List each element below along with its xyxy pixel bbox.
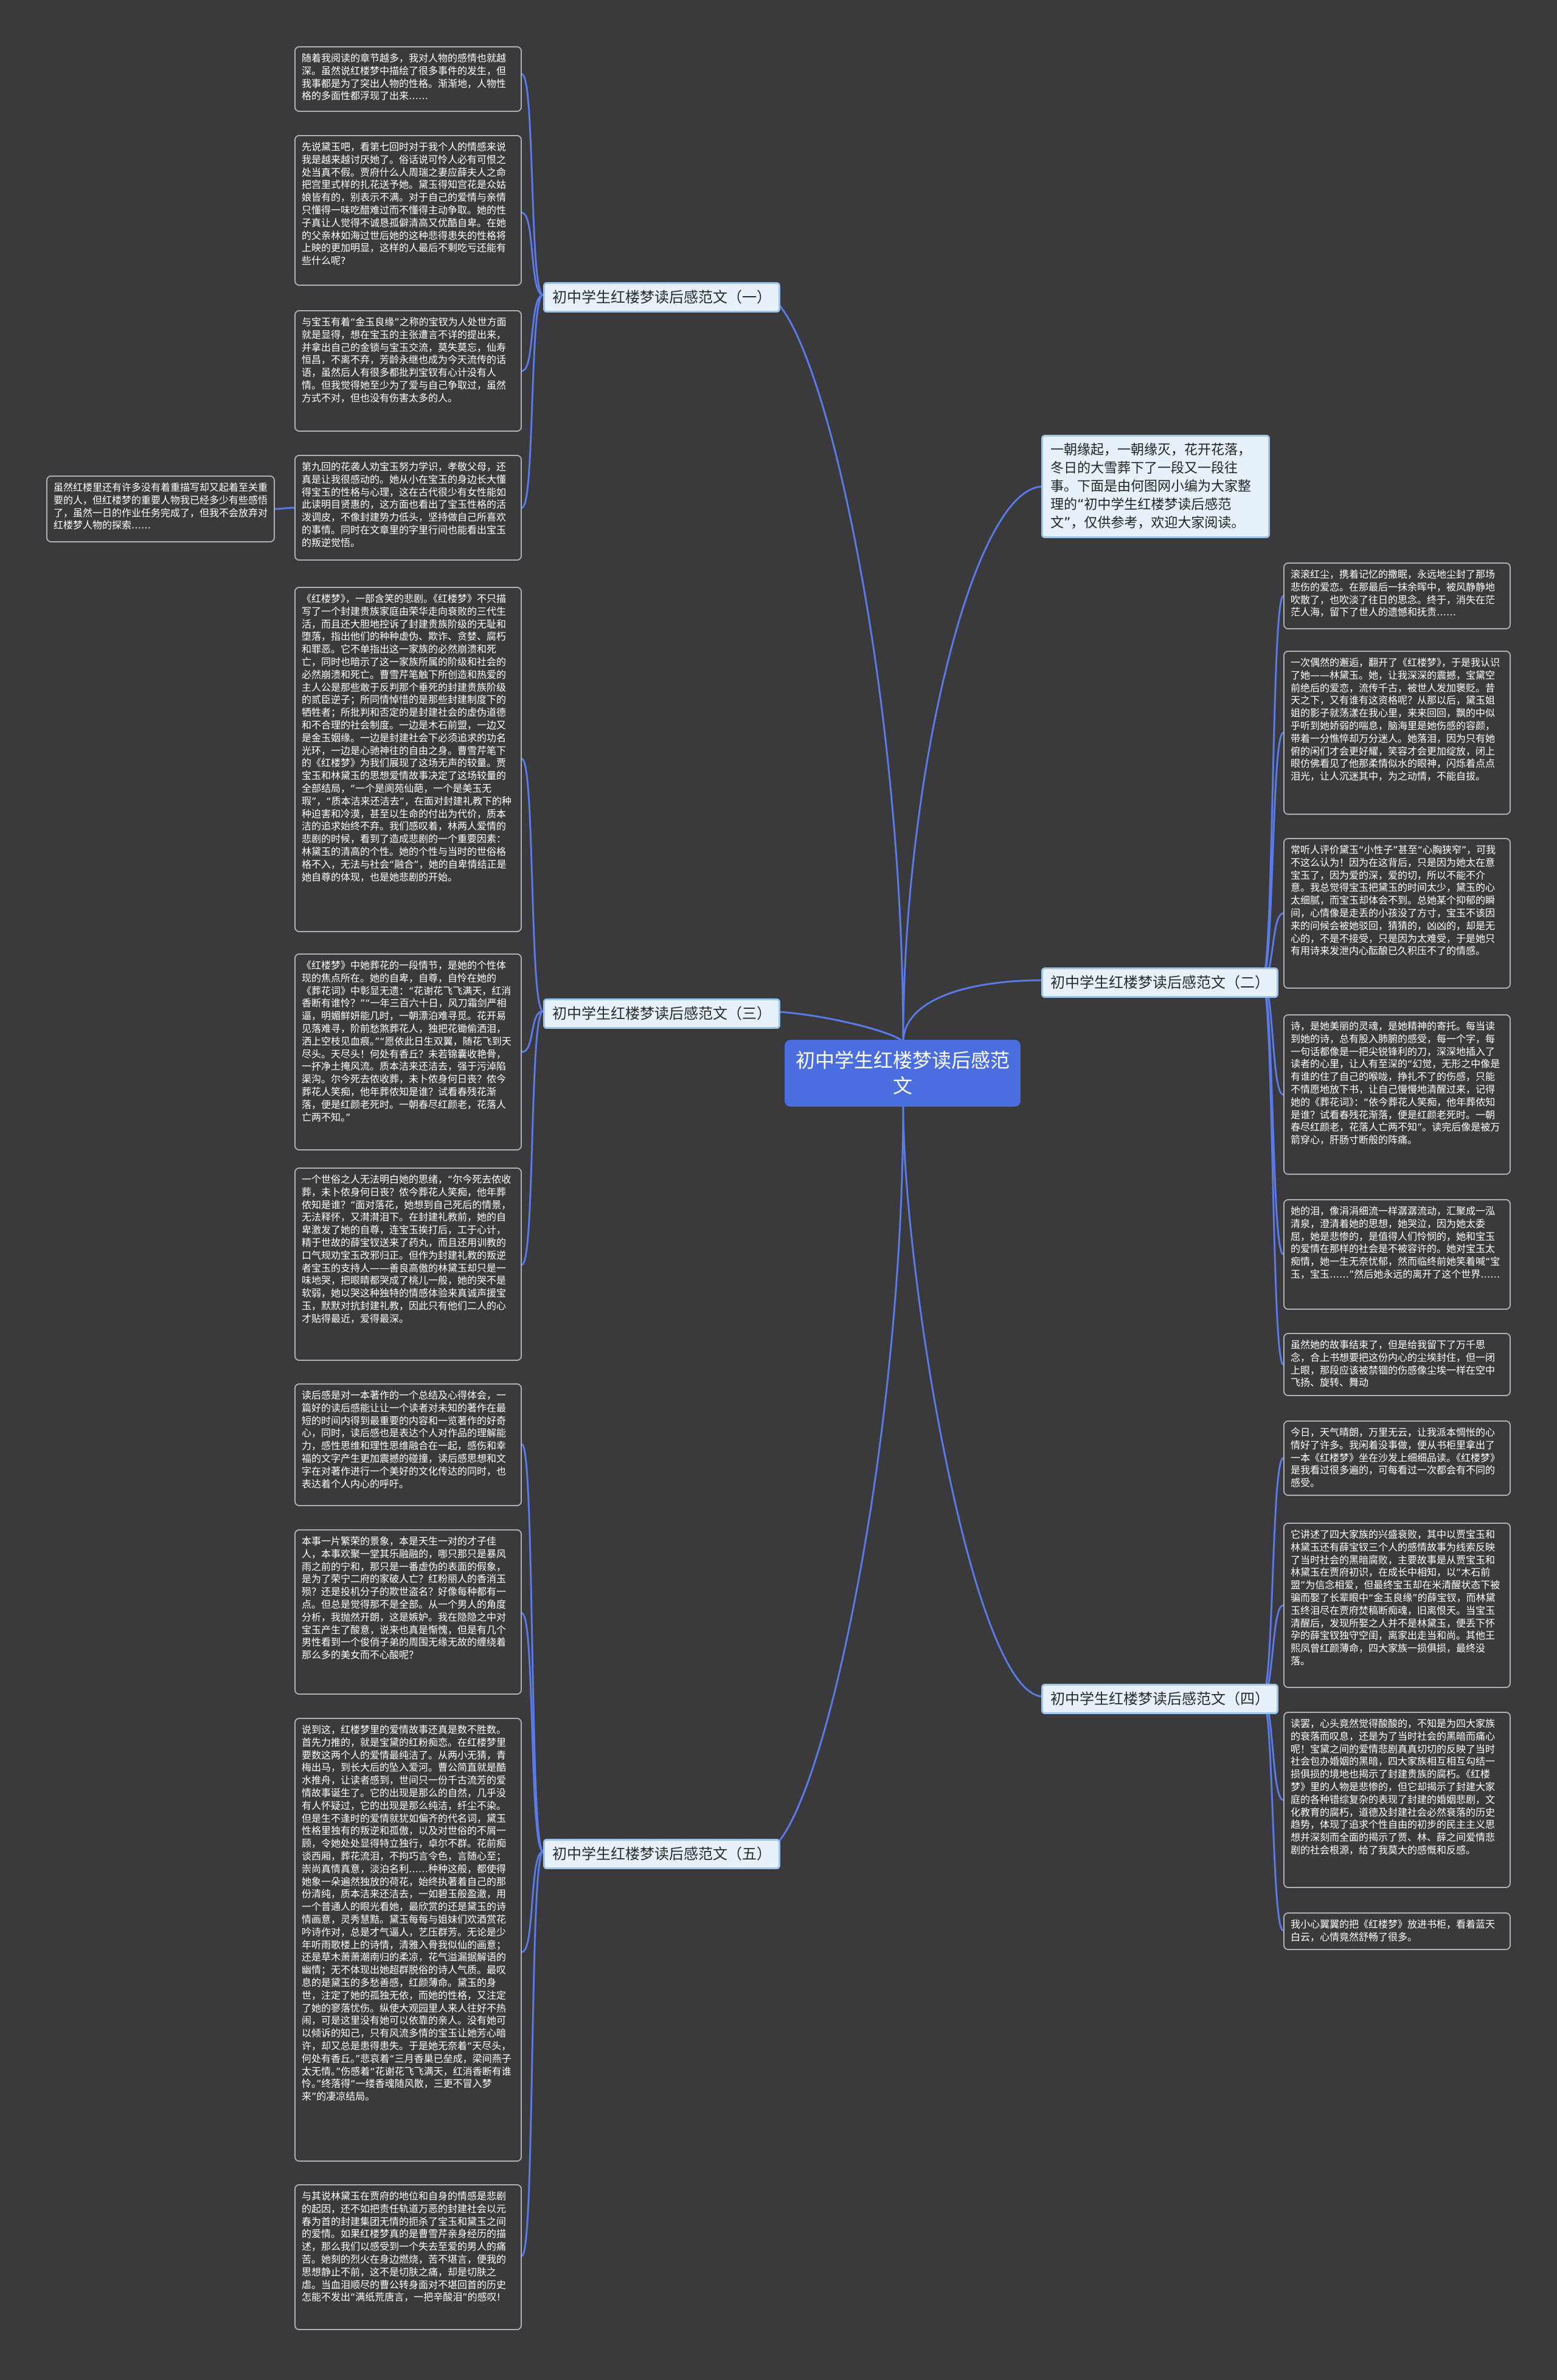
link-root-intro xyxy=(902,485,1044,1043)
link-root-branch1 xyxy=(763,294,904,1043)
b4-leaf-1[interactable]: 今日，天气晴朗，万里无云，让我派本惆怅的心情好了许多。我闲着没事做，便从书柜里拿… xyxy=(1283,1420,1511,1496)
branch-4[interactable]: 初中学生红楼梦读后感范文（四） xyxy=(1041,1684,1278,1714)
branch-3[interactable]: 初中学生红楼梦读后感范文（三） xyxy=(543,998,780,1029)
b5-leaf-3-text: 说到这，红楼梦里的爱情故事还真是数不胜数。首先力推的，就是宝黛的红粉痴恋。在红楼… xyxy=(302,1724,511,2103)
branch-1-label: 初中学生红楼梦读后感范文（一） xyxy=(552,289,771,306)
branch-4-label: 初中学生红楼梦读后感范文（四） xyxy=(1050,1690,1269,1707)
b5-leaf-3[interactable]: 说到这，红楼梦里的爱情故事还真是数不胜数。首先力推的，就是宝黛的红粉痴恋。在红楼… xyxy=(294,1718,522,2162)
link-b3-leaf1 xyxy=(521,758,544,1012)
b2-leaf-5[interactable]: 她的泪，像涓涓细流一样潺潺流动，汇聚成一泓清泉，澄清着她的思想，她哭泣，因为她太… xyxy=(1283,1199,1511,1310)
link-b1-leaf2 xyxy=(521,212,544,296)
b4-leaf-4-text: 我小心翼翼的把《红楼梦》放进书柜，看着蓝天白云，心情竟然舒畅了很多。 xyxy=(1291,1918,1496,1943)
b5-leaf-4[interactable]: 与其说林黛玉在贾府的地位和自身的情感是悲剧的起因，还不如把责任轨道万恶的封建社会… xyxy=(294,2184,522,2330)
b2-leaf-6-text: 虽然她的故事结束了，但是给我留下了万千思念，合上书想要把这份内心的尘埃封住，但一… xyxy=(1291,1339,1496,1389)
root-node[interactable]: 初中学生红楼梦读后感范文 xyxy=(785,1040,1021,1107)
link-b2-leaf5 xyxy=(1261,979,1285,1256)
intro-node[interactable]: 一朝缘起，一朝缘灭，花开花落，冬日的大雪葬下了一段又一段往事。下面是由何图网小编… xyxy=(1041,435,1270,538)
link-root-branch3 xyxy=(763,1010,904,1043)
b5-leaf-2-text: 本事一片繁荣的景象，本是天生一对的才子佳人，本事欢聚一堂其乐融融的，哪只那只是暴… xyxy=(302,1535,507,1661)
b2-leaf-6[interactable]: 虽然她的故事结束了，但是给我留下了万千思念，合上书想要把这份内心的尘埃封住，但一… xyxy=(1283,1333,1511,1396)
link-b1-sub xyxy=(274,507,296,510)
link-b1-leaf1 xyxy=(521,73,544,296)
b3-leaf-1[interactable]: 《红楼梦》，一部含笑的悲剧。《红楼梦》不只描写了一个封建贵族家庭由荣华走向衰败的… xyxy=(294,587,522,932)
b3-leaf-2[interactable]: 《红楼梦》中她葬花的一段情节，是她的个性体现的焦点所在。她的自卑，自尊，自怜在她… xyxy=(294,953,522,1150)
b2-leaf-3-text: 常听人评价黛玉“小性子”甚至“心胸狭窄”，可我不这么认为！因为在这背后，只是因为… xyxy=(1291,844,1496,957)
b1-leaf-3-text: 与宝玉有着“金玉良缘”之称的宝钗为人处世方面就是显得，想在宝玉的主张遭言不详的提… xyxy=(302,316,507,404)
branch-1[interactable]: 初中学生红楼梦读后感范文（一） xyxy=(543,282,780,313)
b2-leaf-1[interactable]: 滚滚红尘，携着记忆的撒眠，永远地尘封了那场悲伤的爱恋。在那最后一抹余晖中，被风静… xyxy=(1283,562,1511,629)
b1-leaf-2[interactable]: 先说黛玉吧，看第七回时对于我个人的情感来说我是越来越讨厌她了。俗话说可怜人必有可… xyxy=(294,135,522,286)
link-b2-leaf1 xyxy=(1261,595,1285,981)
b3-leaf-1-text: 《红楼梦》，一部含笑的悲剧。《红楼梦》不只描写了一个封建贵族家庭由荣华走向衰败的… xyxy=(302,593,511,883)
b1-leaf-4[interactable]: 第九回的花袭人劝宝玉努力学识，孝敬父母，还真是让我很感动的。她从小在宝玉的身边长… xyxy=(294,455,522,561)
intro-text: 一朝缘起，一朝缘灭，花开花落，冬日的大雪葬下了一段又一段往事。下面是由何图网小编… xyxy=(1050,443,1252,531)
link-b3-leaf3 xyxy=(521,1010,544,1266)
b3-leaf-2-text: 《红楼梦》中她葬花的一段情节，是她的个性体现的焦点所在。她的自卑，自尊，自怜在她… xyxy=(302,960,511,1123)
link-root-branch4 xyxy=(902,1103,1044,1698)
b5-leaf-2[interactable]: 本事一片繁荣的景象，本是天生一对的才子佳人，本事欢聚一堂其乐融融的，哪只那只是暴… xyxy=(294,1529,522,1695)
b3-leaf-3-text: 一个世俗之人无法明白她的思绪，“尔今死去侬收葬，未卜侬身何日丧？侬今葬花人笑痴，… xyxy=(302,1174,511,1324)
link-root-branch2 xyxy=(902,979,1044,1043)
b1-leaf-1-text: 随着我阅读的章节越多，我对人物的感情也就越深。虽然说红楼梦中描绘了很多事件的发生… xyxy=(302,52,507,102)
b1-leaf-1[interactable]: 随着我阅读的章节越多，我对人物的感情也就越深。虽然说红楼梦中描绘了很多事件的发生… xyxy=(294,46,522,112)
branch-2-label: 初中学生红楼梦读后感范文（二） xyxy=(1050,974,1269,991)
link-b5-leaf4 xyxy=(521,1850,544,2257)
b4-leaf-4[interactable]: 我小心翼翼的把《红楼梦》放进书柜，看着蓝天白云，心情竟然舒畅了很多。 xyxy=(1283,1912,1511,1950)
branch-3-label: 初中学生红楼梦读后感范文（三） xyxy=(552,1005,771,1022)
branch-5-label: 初中学生红楼梦读后感范文（五） xyxy=(552,1846,771,1863)
b4-leaf-3-text: 读罢，心头竟然觉得酸酸的，不知是为四大家族的衰落而叹息，还是为了当时社会的黑暗而… xyxy=(1291,1718,1496,1856)
b5-leaf-4-text: 与其说林黛玉在贾府的地位和自身的情感是悲剧的起因，还不如把责任轨道万恶的封建社会… xyxy=(302,2190,507,2303)
b2-leaf-2[interactable]: 一次偶然的邂逅，翻开了《红楼梦》，于是我认识了她——林黛玉。她，让我深深的震撼，… xyxy=(1283,651,1511,815)
link-b5-leaf1 xyxy=(521,1443,544,1853)
b5-leaf-1-text: 读后感是对一本著作的一个总结及心得体会，一篇好的读后感能让让一个读者对未知的著作… xyxy=(302,1389,507,1490)
b4-leaf-1-text: 今日，天气晴朗，万里无云，让我派本惆怅的心情好了许多。我闲着没事做，便从书柜里拿… xyxy=(1291,1427,1500,1489)
b4-leaf-2[interactable]: 它讲述了四大家族的兴盛衰败，其中以贾宝玉和林黛玉还有薛宝钗三个人的感情故事为线索… xyxy=(1283,1523,1511,1688)
root-label: 初中学生红楼梦读后感范文 xyxy=(796,1049,1010,1098)
link-b2-leaf6 xyxy=(1261,979,1285,1366)
link-b1-leaf3 xyxy=(521,294,544,372)
link-b4-leaf4 xyxy=(1261,1695,1285,1932)
b2-leaf-3[interactable]: 常听人评价黛玉“小性子”甚至“心胸狭窄”，可我不这么认为！因为在这背后，只是因为… xyxy=(1283,838,1511,989)
b2-leaf-4-text: 诗，是她美丽的灵魂，是她精神的寄托。每当读到她的诗，总有股入肺腑的感受，每一个字… xyxy=(1291,1020,1500,1146)
b5-leaf-1[interactable]: 读后感是对一本著作的一个总结及心得体会，一篇好的读后感能让让一个读者对未知的著作… xyxy=(294,1383,522,1506)
branch-2[interactable]: 初中学生红楼梦读后感范文（二） xyxy=(1041,967,1278,998)
b1-sub-leaf-text: 虽然红楼里还有许多没有着重描写却又起着至关重要的人，但红楼梦的重要人物我已经多少… xyxy=(54,482,268,531)
b1-leaf-2-text: 先说黛玉吧，看第七回时对于我个人的情感来说我是越来越讨厌她了。俗话说可怜人必有可… xyxy=(302,141,507,267)
b3-leaf-3[interactable]: 一个世俗之人无法明白她的思绪，“尔今死去侬收葬，未卜侬身何日丧？侬今葬花人笑痴，… xyxy=(294,1168,522,1361)
b2-leaf-5-text: 她的泪，像涓涓细流一样潺潺流动，汇聚成一泓清泉，澄清着她的思想，她哭泣，因为她太… xyxy=(1291,1205,1500,1280)
link-b1-leaf4 xyxy=(521,294,544,509)
b1-sub-leaf[interactable]: 虽然红楼里还有许多没有着重描写却又起着至关重要的人，但红楼梦的重要人物我已经多少… xyxy=(46,476,275,542)
b1-leaf-3[interactable]: 与宝玉有着“金玉良缘”之称的宝钗为人处世方面就是显得，想在宝玉的主张遭言不详的提… xyxy=(294,310,522,432)
link-b5-leaf3 xyxy=(521,1850,544,1953)
branch-5[interactable]: 初中学生红楼梦读后感范文（五） xyxy=(543,1839,780,1869)
b2-leaf-1-text: 滚滚红尘，携着记忆的撒眠，永远地尘封了那场悲伤的爱恋。在那最后一抹余晖中，被风静… xyxy=(1291,569,1496,618)
link-root-branch5 xyxy=(763,1103,904,1853)
link-b4-leaf1 xyxy=(1261,1457,1285,1698)
link-b5-leaf2 xyxy=(521,1612,544,1853)
b2-leaf-4[interactable]: 诗，是她美丽的灵魂，是她精神的寄托。每当读到她的诗，总有股入肺腑的感受，每一个字… xyxy=(1283,1014,1511,1175)
b4-leaf-3[interactable]: 读罢，心头竟然觉得酸酸的，不知是为四大家族的衰落而叹息，还是为了当时社会的黑暗而… xyxy=(1283,1712,1511,1888)
b2-leaf-2-text: 一次偶然的邂逅，翻开了《红楼梦》，于是我认识了她——林黛玉。她，让我深深的震撼，… xyxy=(1291,657,1500,783)
b4-leaf-2-text: 它讲述了四大家族的兴盛衰败，其中以贾宝玉和林黛玉还有薛宝钗三个人的感情故事为线索… xyxy=(1291,1529,1500,1667)
link-b4-leaf2 xyxy=(1261,1604,1284,1698)
link-b3-leaf2 xyxy=(521,1010,544,1053)
b1-leaf-4-text: 第九回的花袭人劝宝玉努力学识，孝敬父母，还真是让我很感动的。她从小在宝玉的身边长… xyxy=(302,461,507,548)
